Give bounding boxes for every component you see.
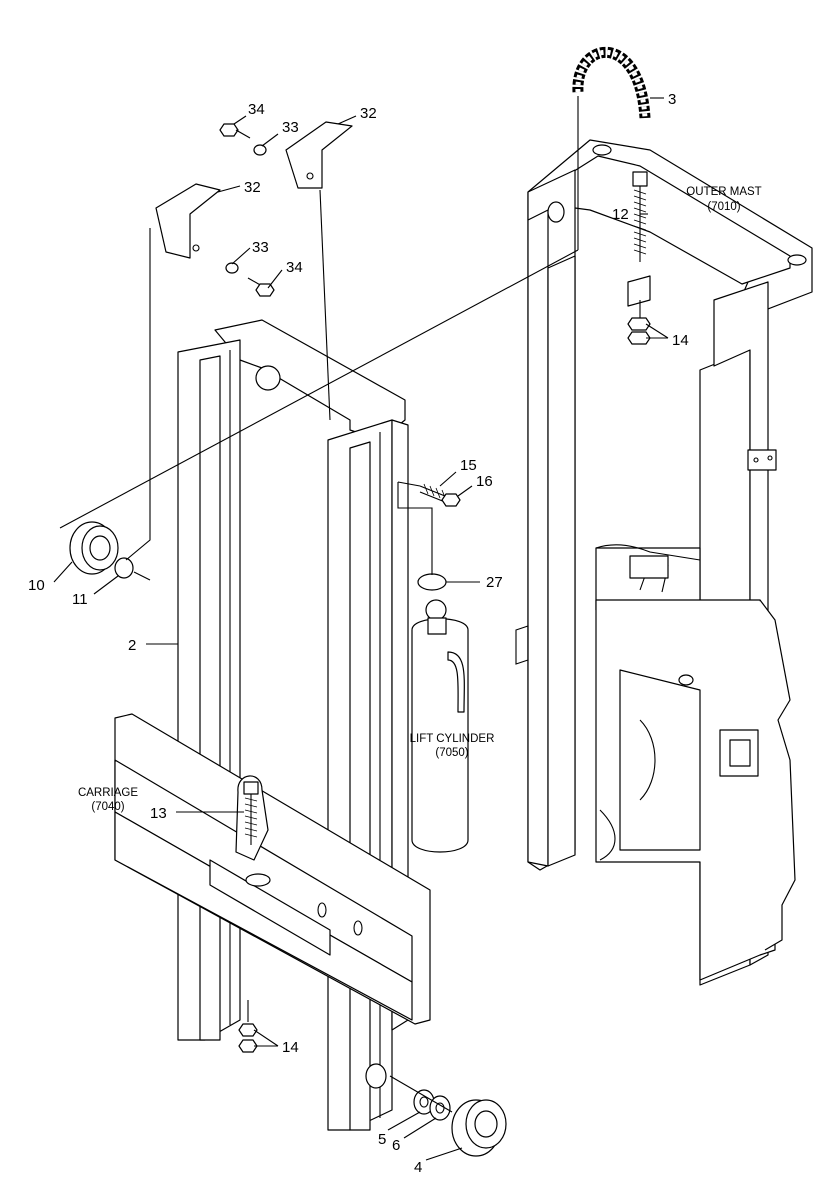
label-outer-mast: OUTER MAST (7010) [686,186,761,213]
callout-13: 13 [150,805,167,822]
callout-33-front: 33 [252,239,269,256]
callout-4: 4 [414,1159,422,1176]
callout-11: 11 [72,591,88,608]
callout-15: 15 [460,457,477,474]
stop-nut [441,493,461,507]
svg-text:OUTER MAST: OUTER MAST [686,186,761,198]
washer-5 [413,1089,435,1115]
inner-mast [177,319,409,1131]
svg-text:(7040): (7040) [91,801,124,813]
callout-16: 16 [476,473,493,490]
main-roller [451,1099,507,1157]
callout-3: 3 [668,91,676,108]
callout-10: 10 [28,577,45,594]
callout-33-rear: 33 [282,119,299,136]
callout-12: 12 [612,206,629,223]
callout-27: 27 [486,574,503,591]
svg-text:LIFT CYLINDER: LIFT CYLINDER [410,733,495,745]
bolt-front [247,277,275,297]
chain-anchor-bolt [632,171,648,262]
washer-front [225,262,239,274]
callout-14-chain: 14 [672,332,689,349]
callout-6: 6 [392,1137,400,1154]
svg-text:CARRIAGE: CARRIAGE [78,787,138,799]
callout-2: 2 [128,637,136,654]
upper-bracket-rear [285,121,353,189]
snap-ring [114,557,134,579]
callout-14-carriage: 14 [282,1039,299,1056]
o-ring [417,573,447,591]
outer-mast [515,139,813,986]
svg-text:(7010): (7010) [707,201,740,213]
assembly-lines [59,96,641,1113]
chain-nuts [627,317,651,345]
lift-cylinder [411,599,469,853]
callout-34-rear: 34 [248,101,265,118]
roller-bearing [69,521,119,575]
carriage-anchor-bolt [235,775,269,861]
callout-leaders [53,97,669,1161]
label-lift-cylinder: LIFT CYLINDER (7050) [410,733,495,759]
label-carriage: CARRIAGE (7040) [78,787,138,813]
carriage-nuts [238,1023,258,1053]
callout-32-rear: 32 [360,105,377,122]
callout-34-front: 34 [286,259,303,276]
callout-32-front: 32 [244,179,261,196]
svg-text:(7050): (7050) [435,747,468,759]
lift-chain [572,46,651,119]
bolt-rear [219,123,251,139]
carriage [114,713,431,1025]
upper-bracket-front [155,183,221,259]
washer-rear [253,144,267,156]
washer-6 [429,1095,451,1121]
callout-5: 5 [378,1131,386,1148]
callout-numbers: 3 12 14 34 33 32 32 33 34 15 16 27 10 11… [28,91,689,1176]
